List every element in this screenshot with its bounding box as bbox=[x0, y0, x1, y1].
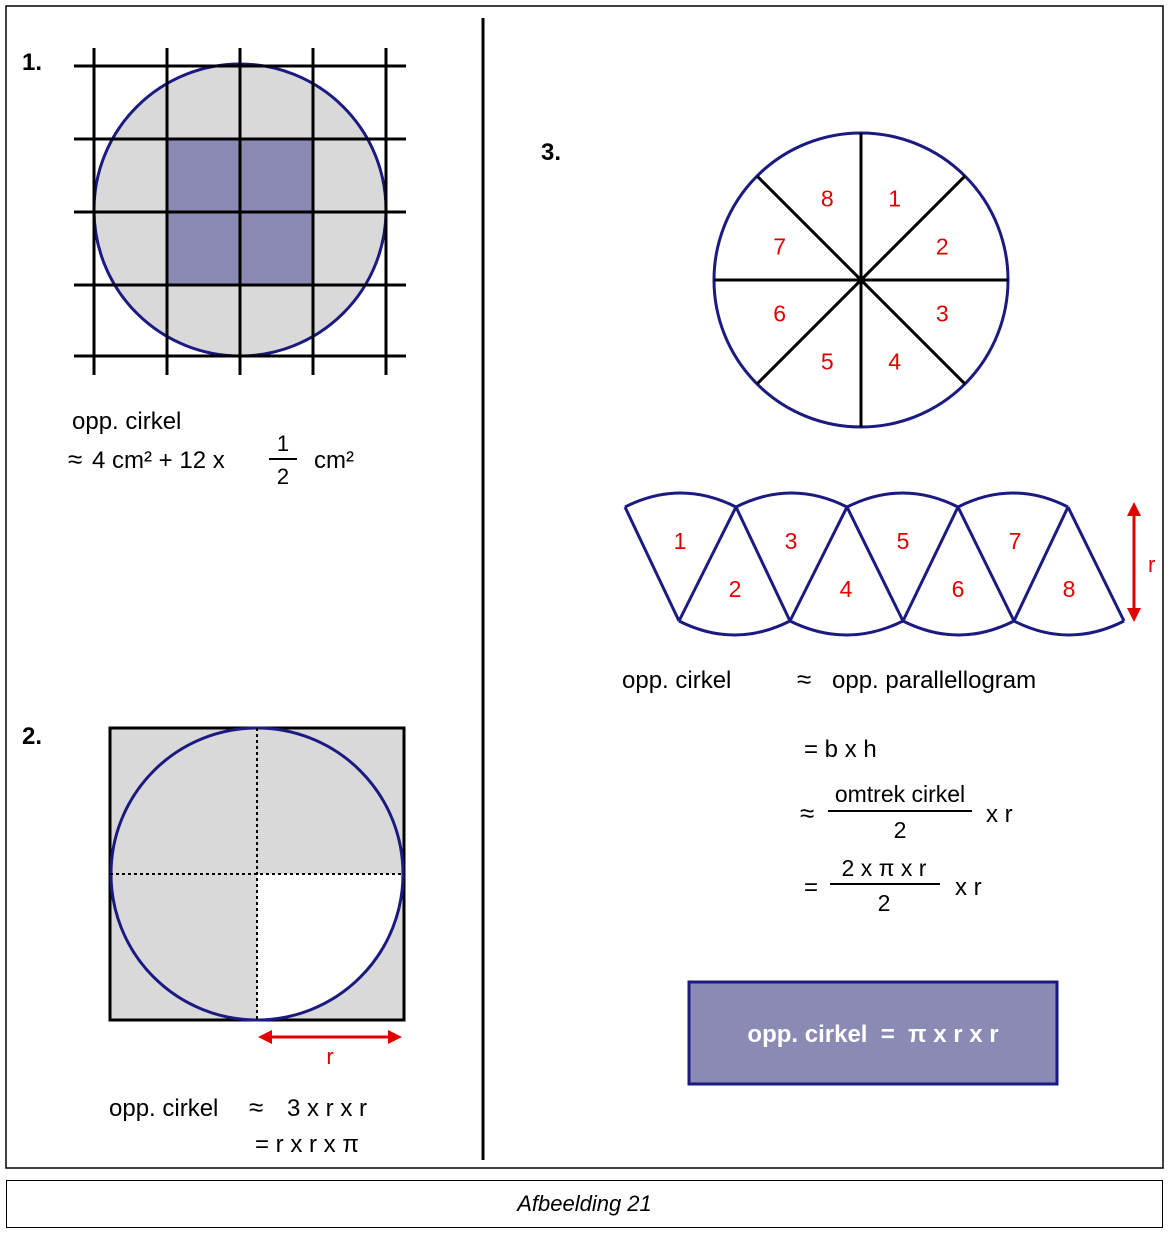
strip-bottom-arc bbox=[1013, 619, 1125, 637]
eq1-approx: ≈ bbox=[797, 664, 811, 694]
strip-bottom-arc bbox=[789, 619, 904, 637]
result-box bbox=[687, 980, 1059, 1086]
strip-sector-edge bbox=[677, 506, 738, 622]
panel-2-r-arrow bbox=[258, 1030, 402, 1044]
sector-label-4: 4 bbox=[888, 348, 901, 374]
panel-2-line2: = r x r x π bbox=[255, 1131, 359, 1158]
strip-top-arc bbox=[846, 491, 959, 509]
strip-sector-edge bbox=[845, 506, 905, 622]
strip-sector-edge bbox=[623, 506, 681, 622]
strip-sector-edge bbox=[901, 506, 960, 622]
panel-1: 1. opp. cirkel ≈ 4 cm² + 12 x 1 2 cm² bbox=[22, 48, 406, 489]
sector-divider bbox=[755, 174, 967, 386]
eq4-eq: = bbox=[804, 874, 818, 901]
panel-2: 2. r opp. cirkel ≈ 3 x r x r = r x r x π bbox=[22, 723, 406, 1158]
eq3-num: omtrek cirkel bbox=[835, 781, 965, 807]
caption-box: Afbeelding 21 bbox=[6, 1180, 1163, 1228]
panel-3: 3. 1 2 3 4 5 6 7 8 1 2 3 4 5 6 7 8 r opp. cirkel ≈ opp… bbox=[541, 131, 1155, 1086]
sector-label-1: 1 bbox=[888, 186, 901, 212]
strip-label-1: 1 bbox=[674, 528, 687, 554]
eq4-den: 2 bbox=[878, 890, 891, 916]
eq1-right: opp. parallellogram bbox=[832, 667, 1036, 694]
eq3-tail: x r bbox=[986, 801, 1013, 828]
outer-frame bbox=[5, 5, 1164, 1169]
panel-3-r-arrow bbox=[1127, 502, 1141, 622]
sector-label-5: 5 bbox=[821, 348, 834, 374]
strip-label-6: 6 bbox=[952, 576, 965, 602]
panel-1-label: opp. cirkel bbox=[72, 408, 181, 435]
caption: Afbeelding 21 bbox=[517, 1191, 652, 1216]
panel-1-frac-num: 1 bbox=[277, 431, 289, 456]
eq1-left: opp. cirkel bbox=[622, 667, 731, 694]
panel-3-number: 3. bbox=[541, 139, 561, 166]
sector-label-3: 3 bbox=[936, 301, 949, 327]
strip-bottom-arc bbox=[678, 619, 791, 637]
panel-2-line1-a: opp. cirkel bbox=[109, 1095, 218, 1122]
sector-strip: 1 2 3 4 5 6 7 8 bbox=[623, 491, 1126, 637]
eq3-approx: ≈ bbox=[800, 798, 814, 828]
strip-top-arc bbox=[624, 491, 737, 509]
panel-1-formula-b: cm² bbox=[314, 447, 354, 474]
panel-1-approx: ≈ bbox=[68, 444, 82, 474]
strip-top-arc bbox=[735, 491, 848, 509]
strip-sector-edge bbox=[734, 506, 792, 622]
panel-2-line1-b: 3 x r x r bbox=[287, 1095, 367, 1122]
strip-bottom-arc bbox=[902, 619, 1015, 637]
panel-1-formula-a: 4 cm² + 12 x bbox=[92, 447, 225, 474]
panel-1-number: 1. bbox=[22, 49, 42, 76]
panel-2-approx: ≈ bbox=[249, 1092, 263, 1122]
strip-sector-edge bbox=[788, 506, 849, 622]
strip-sector-edge bbox=[1012, 506, 1070, 622]
sector-label-2: 2 bbox=[936, 233, 949, 259]
sector-circle: 1 2 3 4 5 6 7 8 bbox=[712, 131, 1010, 429]
strip-label-7: 7 bbox=[1009, 528, 1022, 554]
white-quarter bbox=[257, 874, 403, 1020]
strip-label-4: 4 bbox=[840, 576, 853, 602]
grid-lines bbox=[74, 48, 406, 375]
sector-label-6: 6 bbox=[773, 301, 786, 327]
sector-label-7: 7 bbox=[773, 233, 786, 259]
strip-label-5: 5 bbox=[897, 528, 910, 554]
eq4-tail: x r bbox=[955, 874, 982, 901]
sector-label-8: 8 bbox=[821, 186, 834, 212]
panel-1-frac-den: 2 bbox=[277, 464, 289, 489]
panel-2-r-label: r bbox=[326, 1044, 333, 1069]
eq2: = b x h bbox=[804, 736, 877, 763]
strip-sector-edge bbox=[956, 506, 1016, 622]
strip-label-3: 3 bbox=[785, 528, 798, 554]
strip-sector-edge bbox=[1066, 506, 1126, 622]
eq4-num: 2 x π x r bbox=[842, 855, 927, 881]
eq3-den: 2 bbox=[894, 817, 907, 843]
panel-3-r-label: r bbox=[1148, 552, 1155, 577]
strip-label-8: 8 bbox=[1063, 576, 1076, 602]
strip-top-arc bbox=[957, 491, 1069, 509]
strip-label-2: 2 bbox=[729, 576, 742, 602]
panel-2-number: 2. bbox=[22, 723, 42, 750]
result-formula: opp. cirkel = π x r x r bbox=[747, 1021, 998, 1048]
